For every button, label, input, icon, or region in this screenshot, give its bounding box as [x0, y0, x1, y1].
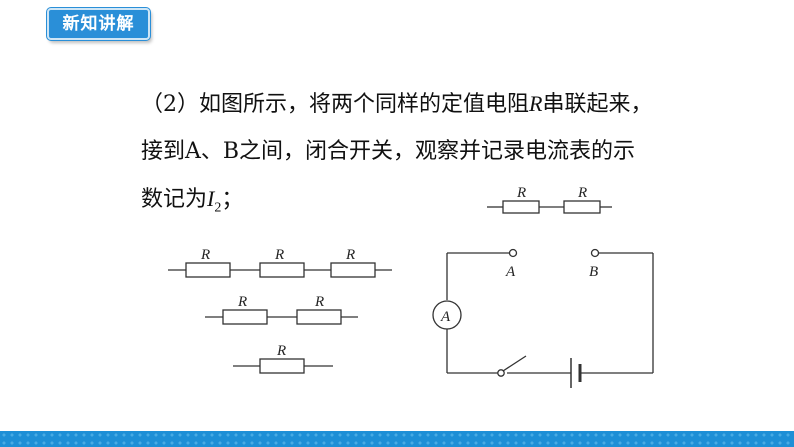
terminal-a-icon: [508, 248, 518, 258]
switch-icon: [502, 355, 527, 372]
terminal-b-label: B: [589, 264, 598, 280]
problem-text: （2）如图所示，将两个同样的定值电阻R串联起来， 接到A、B之间，闭合开关，观察…: [141, 80, 701, 231]
series-two-resistors-small: [487, 200, 612, 214]
resistor-label: R: [577, 185, 587, 201]
series-three-resistors: [168, 262, 392, 278]
terminal-b-icon: [590, 248, 600, 258]
line1-part-a: （2）如图所示，将两个同样的定值电阻: [141, 92, 529, 117]
series-two-resistors: [205, 309, 358, 325]
current-variable: I: [207, 186, 215, 211]
current-subscript: 2: [214, 200, 222, 216]
bottom-bar-pattern: [0, 431, 794, 447]
resistor-label: R: [516, 185, 526, 201]
text-line-1: （2）如图所示，将两个同样的定值电阻R串联起来，: [141, 80, 701, 128]
section-tag: 新知讲解: [47, 8, 150, 40]
resistor-label: R: [276, 343, 286, 359]
text-line-2: 接到A、B之间，闭合开关，观察并记录电流表的示: [141, 139, 636, 164]
ammeter-label: A: [440, 309, 451, 325]
line3-part-b: ；: [221, 187, 244, 212]
line1-part-b: 串联起来，: [542, 92, 653, 117]
terminal-a-label: A: [505, 264, 516, 280]
resistor-label: R: [314, 294, 324, 310]
resistor-label: R: [200, 247, 210, 263]
resistor-variable: R: [529, 91, 543, 116]
resistor-label: R: [274, 247, 284, 263]
circuit: [432, 248, 654, 388]
bottom-bar: [0, 431, 794, 447]
resistor-label: R: [237, 294, 247, 310]
line3-part-a: 数记为: [141, 187, 208, 212]
resistor-label: R: [345, 247, 355, 263]
text-line-3: 数记为I2；: [141, 175, 701, 231]
single-resistor: [233, 358, 333, 374]
